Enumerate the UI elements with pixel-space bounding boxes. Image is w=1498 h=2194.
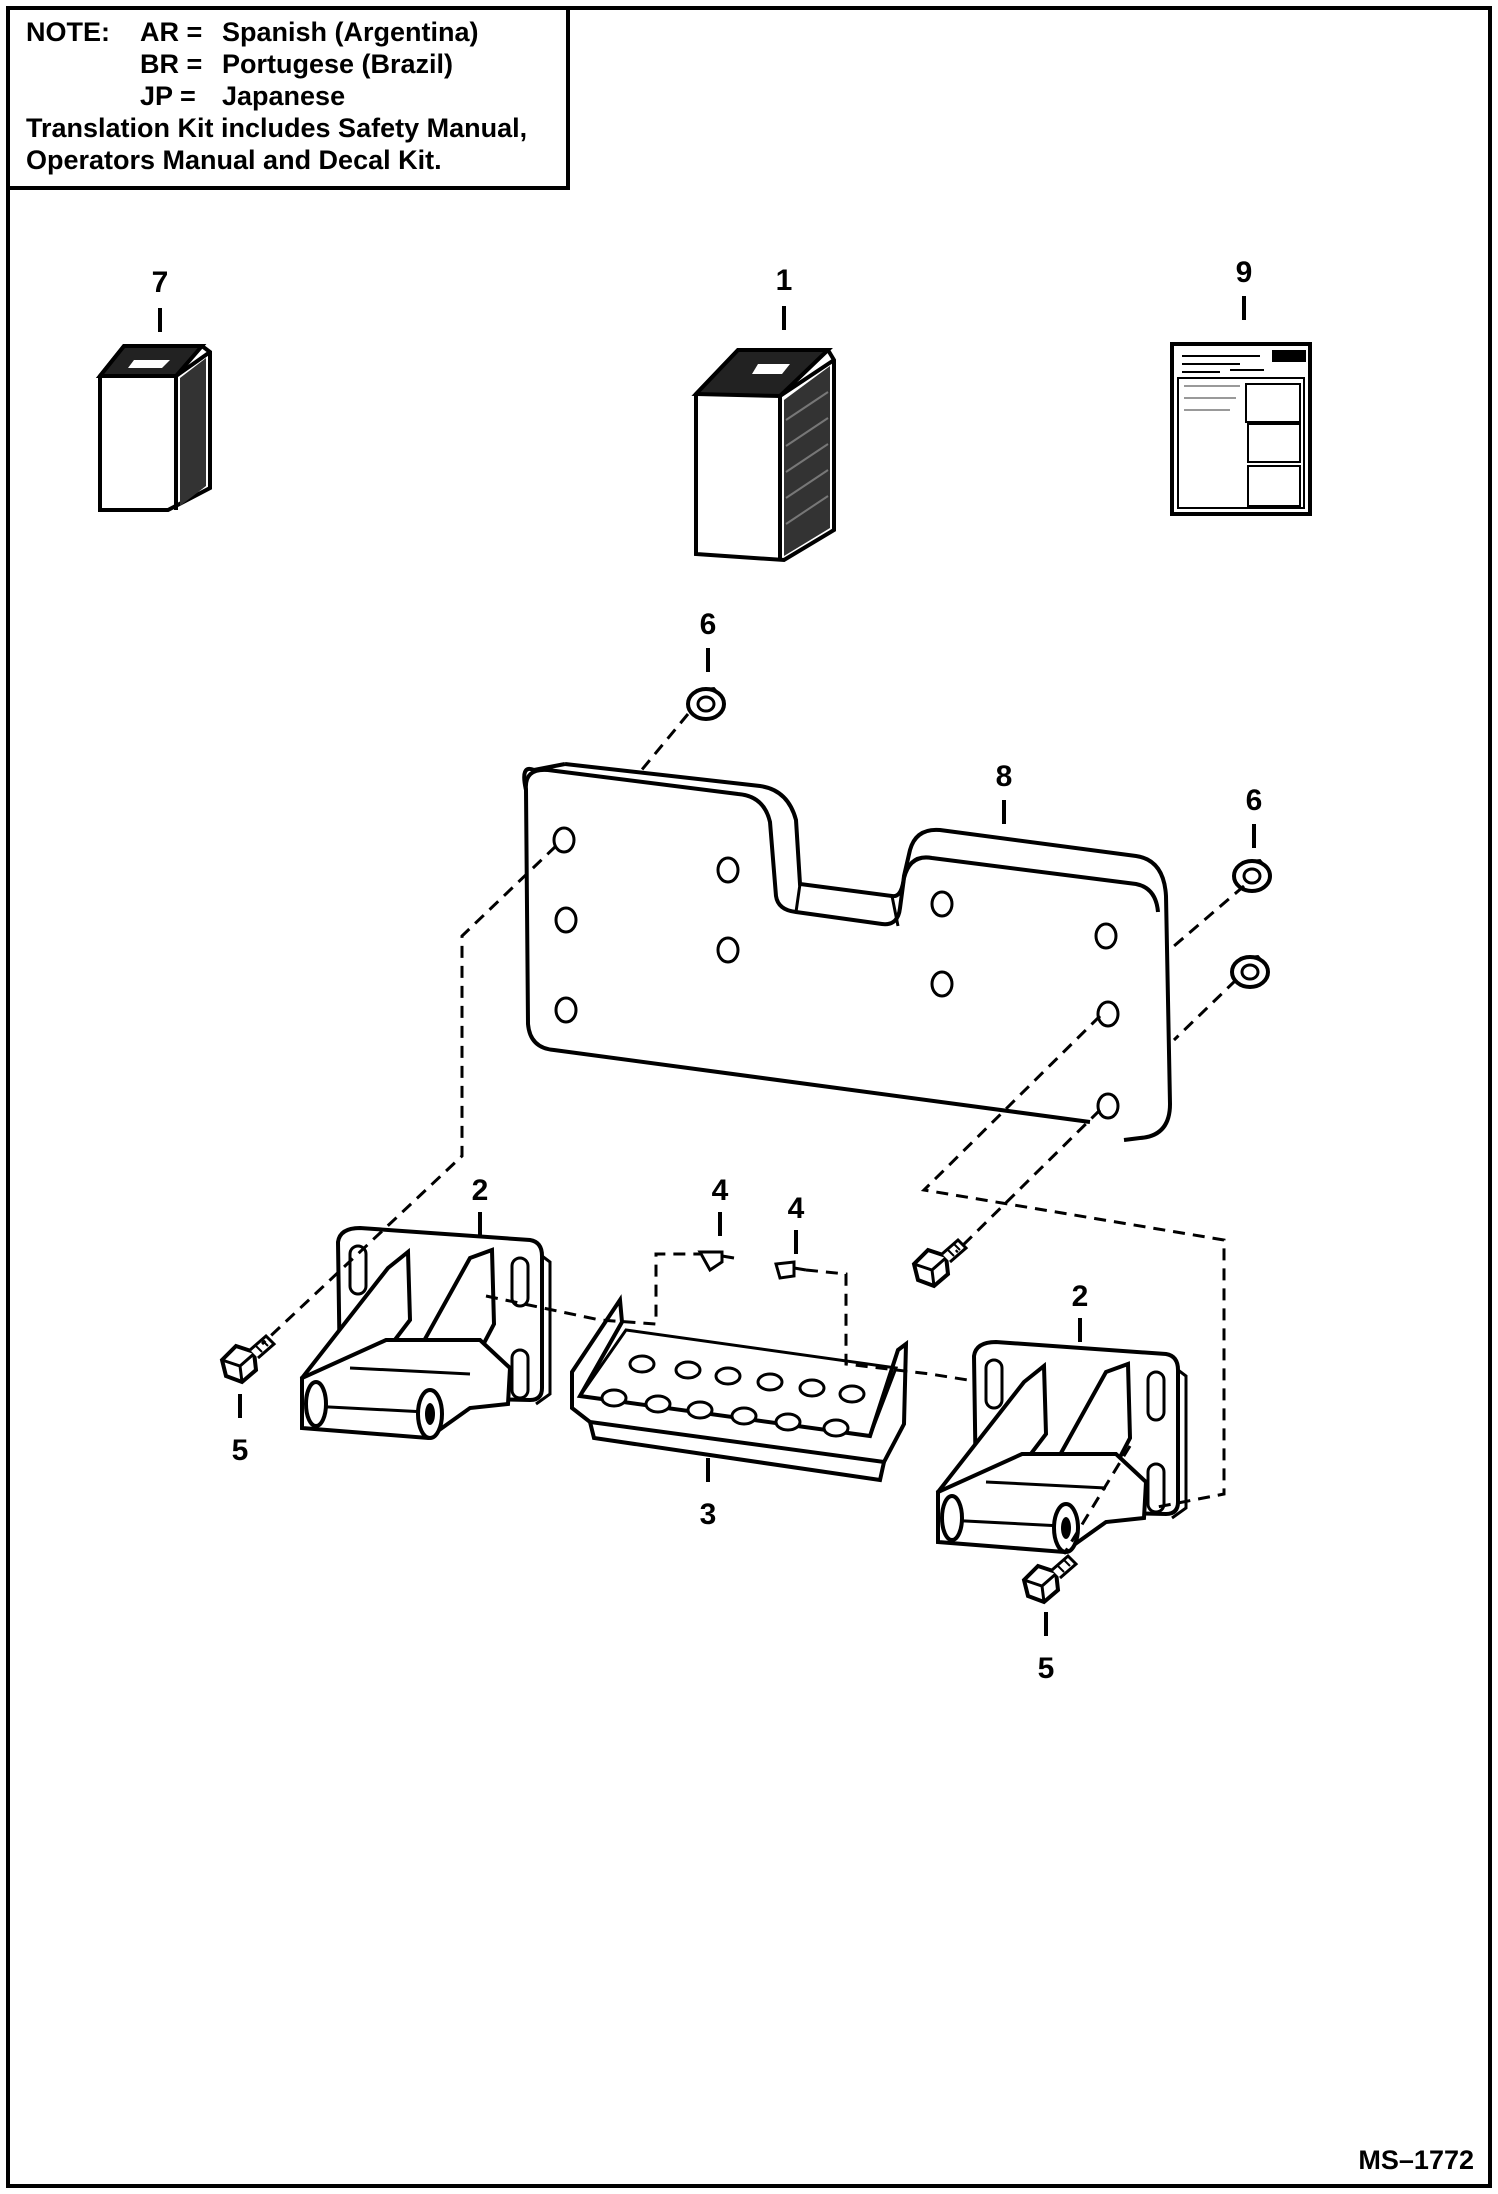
mount-bracket-left (300, 1226, 552, 1440)
note-row-br: BR = Portugese (Brazil) (26, 48, 566, 80)
note-label: NOTE: (26, 17, 110, 47)
callout-5-left: 5 (232, 1434, 249, 1467)
callout-5-right: 5 (1038, 1652, 1055, 1685)
lang-code-jp: JP = (140, 81, 196, 111)
figure-id: MS–1772 (1358, 2145, 1474, 2175)
hex-bolt-right (1022, 1554, 1078, 1604)
small-bolt-right (774, 1260, 807, 1280)
lang-name-ar: Spanish (Argentina) (222, 17, 479, 47)
callout-9: 9 (1236, 256, 1253, 289)
safety-manual-thick (691, 348, 836, 563)
callout-4-left: 4 (712, 1174, 729, 1207)
kit-note-line-1: Translation Kit includes Safety Manual, (26, 113, 528, 143)
callout-6-top: 6 (700, 608, 717, 641)
lang-code-br: BR = (140, 49, 203, 79)
callout-leaders (158, 296, 1256, 1636)
decal-kit-sheet (1170, 342, 1312, 516)
flange-nut-top (686, 686, 726, 721)
drawing-frame (6, 6, 1492, 2188)
note-row-jp: JP = Japanese (26, 80, 566, 112)
kit-note-line-2: Operators Manual and Decal Kit. (26, 145, 442, 175)
callout-2-left: 2 (472, 1174, 489, 1207)
lang-name-br: Portugese (Brazil) (222, 49, 454, 79)
assembly-guide-lines (260, 713, 1245, 1555)
step-plate (570, 1294, 909, 1483)
flange-nut-right-lower (1230, 954, 1270, 989)
note-row-ar: NOTE: AR = Spanish (Argentina) (26, 16, 566, 48)
callout-4-right: 4 (788, 1192, 805, 1225)
lang-name-jp: Japanese (222, 81, 346, 111)
hex-bolt-left (220, 1334, 276, 1384)
hex-bolt-upper (912, 1238, 968, 1288)
callout-3: 3 (700, 1498, 717, 1531)
note-box: NOTE: AR = Spanish (Argentina) BR = Port… (10, 10, 570, 190)
operators-manual-small (95, 344, 212, 512)
callout-2-right: 2 (1072, 1280, 1089, 1313)
mount-bracket-right (936, 1340, 1188, 1554)
mounting-plate (522, 762, 1173, 1142)
small-bolt-left (697, 1250, 735, 1273)
flange-nut-right-upper (1232, 858, 1272, 893)
callout-6-right: 6 (1246, 784, 1263, 817)
lang-code-ar: AR = (140, 17, 203, 47)
callout-8: 8 (996, 760, 1013, 793)
callout-7: 7 (152, 266, 169, 299)
callout-1: 1 (776, 264, 793, 297)
